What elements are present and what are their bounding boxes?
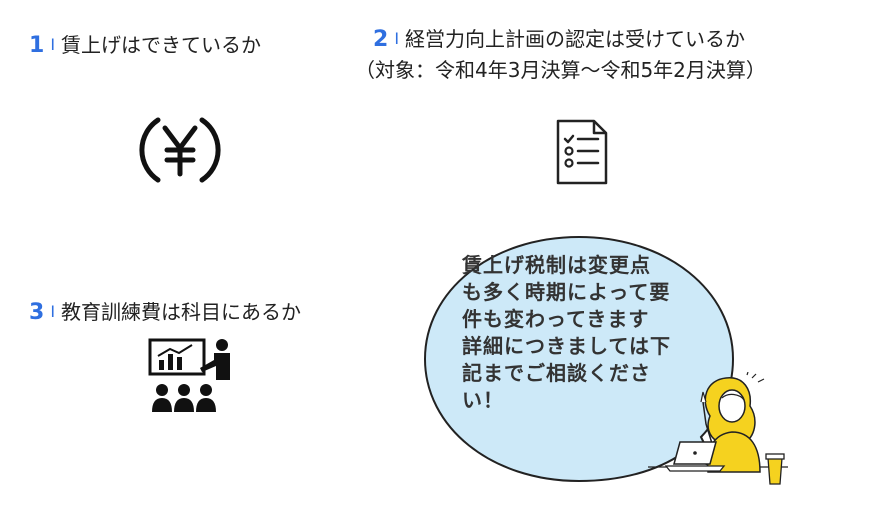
bubble-text: 賃上げ税制は変更点 も多く時期によって要 件も変わってきます 詳細につきましては… xyxy=(462,252,714,414)
checklist-document-icon xyxy=(556,119,608,185)
bubble-line: 記までご相談くださ xyxy=(462,361,651,385)
bubble-line: 件も変わってきます xyxy=(462,307,650,331)
bubble-line: い！ xyxy=(462,388,504,412)
presentation-training-icon xyxy=(148,338,230,412)
item-1-number: 1 xyxy=(29,33,45,58)
item-3-text: 教育訓練費は科目にあるか xyxy=(61,300,302,324)
item-2-number: 2 xyxy=(373,27,389,52)
item-1-text: 賃上げはできているか xyxy=(61,33,262,57)
item-1-separator: I xyxy=(50,35,56,54)
bubble-line: 詳細につきましては下 xyxy=(462,334,671,358)
item-2-subtitle: （対象：令和4年3月決算〜令和5年2月決算） xyxy=(355,58,766,82)
woman-laptop-illustration xyxy=(648,372,788,485)
item-2-text: 経営力向上計画の認定は受けているか xyxy=(405,27,746,51)
item-2-separator: I xyxy=(394,29,400,48)
item-3-number: 3 xyxy=(29,300,45,325)
yen-icon xyxy=(139,117,221,183)
speech-bubble xyxy=(423,235,735,483)
bubble-line: も多く時期によって要 xyxy=(462,280,671,304)
bubble-line: 賃上げ税制は変更点 xyxy=(462,253,651,277)
item-3-separator: I xyxy=(50,302,56,321)
